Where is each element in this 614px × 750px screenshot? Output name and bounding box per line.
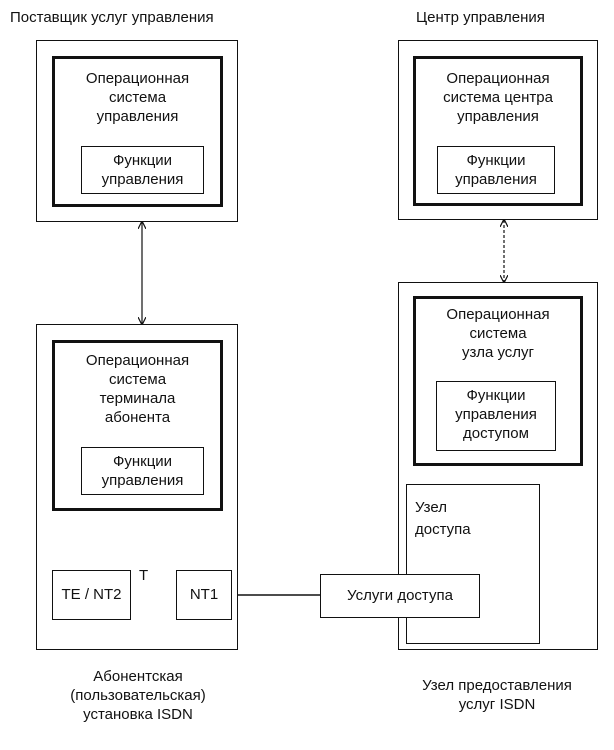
t-point-label: T: [139, 567, 149, 584]
te-nt2-box: TE / NT2: [52, 570, 131, 620]
access-node-label: Узел доступа: [415, 499, 471, 538]
access-services-label: Услуги доступа: [347, 587, 453, 604]
left-title: Поставщик услуг управления: [10, 9, 214, 26]
nt1-label: NT1: [189, 586, 219, 603]
terminal-functions-box: Функции управления: [81, 447, 204, 495]
access-functions-label: Функции управления доступом: [455, 387, 537, 442]
control-center-os-label: Операционная система центра управления: [443, 70, 553, 125]
nt1-box: NT1: [176, 570, 232, 620]
te-nt2-label: TE / NT2: [61, 586, 122, 603]
access-services-box: Услуги доступа: [320, 574, 480, 618]
management-functions-label: Функции управления: [101, 152, 184, 188]
access-node-box: Узел доступа: [406, 484, 540, 644]
terminal-functions-label: Функции управления: [101, 453, 184, 489]
control-center-functions-label: Функции управления: [455, 152, 537, 188]
management-os-label: Операционная система управления: [85, 70, 190, 125]
right-title: Центр управления: [416, 9, 545, 26]
control-center-functions-box: Функции управления: [437, 146, 555, 194]
terminal-os-label: Операционная система терминала абонента: [85, 352, 190, 426]
service-node-os-label: Операционная система узла услуг: [446, 306, 550, 361]
management-functions-box: Функции управления: [81, 146, 204, 194]
right-caption: Узел предоставления услуг ISDN: [422, 677, 572, 713]
access-functions-box: Функции управления доступом: [436, 381, 556, 451]
left-caption: Абонентская (пользовательская) установка…: [70, 668, 206, 723]
